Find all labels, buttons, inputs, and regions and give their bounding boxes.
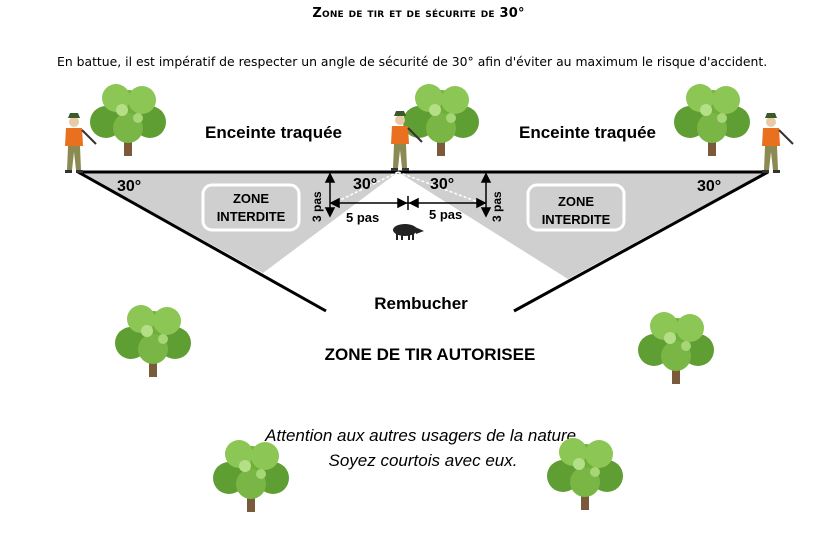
forbidden-zone-right [398,172,765,279]
enceinte-label-left: Enceinte traquée [205,123,342,142]
boar-icon [393,224,424,240]
tree-icon [88,82,168,158]
hunter-icon [761,112,794,174]
forbidden-zone-box-left [201,183,301,232]
tree-icon [636,310,716,386]
three-steps-label-left: 3 pas [310,191,324,222]
enceinte-label-right: Enceinte traquée [519,123,656,142]
tree-icon [545,436,625,512]
angle-label-left: 30° [117,178,141,195]
three-steps-arrow-left [324,172,336,218]
attention-line-2: Soyez courtois avec eux. [329,451,518,470]
zone-label-right-1: ZONE [558,194,594,209]
five-steps-arrow [329,196,487,210]
zone-label-left-2: INTERDITE [217,209,286,224]
forbidden-zone-left [80,172,398,273]
angle-label-center-right: 30° [430,176,454,193]
three-steps-label-right: 3 pas [490,191,504,222]
forbidden-zone-box-right [526,183,626,232]
five-steps-label-left: 5 pas [346,210,379,225]
safety-line-left [77,170,327,313]
tree-icon [401,82,481,158]
intro-text: En battue, il est impératif de respecter… [57,54,768,69]
tree-icon [672,82,752,158]
angle-label-center-left: 30° [353,176,377,193]
three-steps-arrow-right [480,172,492,218]
authorised-zone-label: ZONE DE TIR AUTORISEE [325,345,536,364]
tree-icon [113,303,193,379]
zone-label-left-1: ZONE [233,191,269,206]
attention-line-1: Attention aux autres usagers de la natur… [264,426,581,445]
zone-label-right-2: INTERDITE [542,212,611,227]
safety-line-right [513,170,769,313]
angle-label-right: 30° [697,178,721,195]
tree-icon [211,438,291,514]
five-steps-label-right: 5 pas [429,207,462,222]
page-title: Zone de tir et de sécurite de 30° [312,6,525,21]
rembucher-label: Rembucher [374,294,468,313]
